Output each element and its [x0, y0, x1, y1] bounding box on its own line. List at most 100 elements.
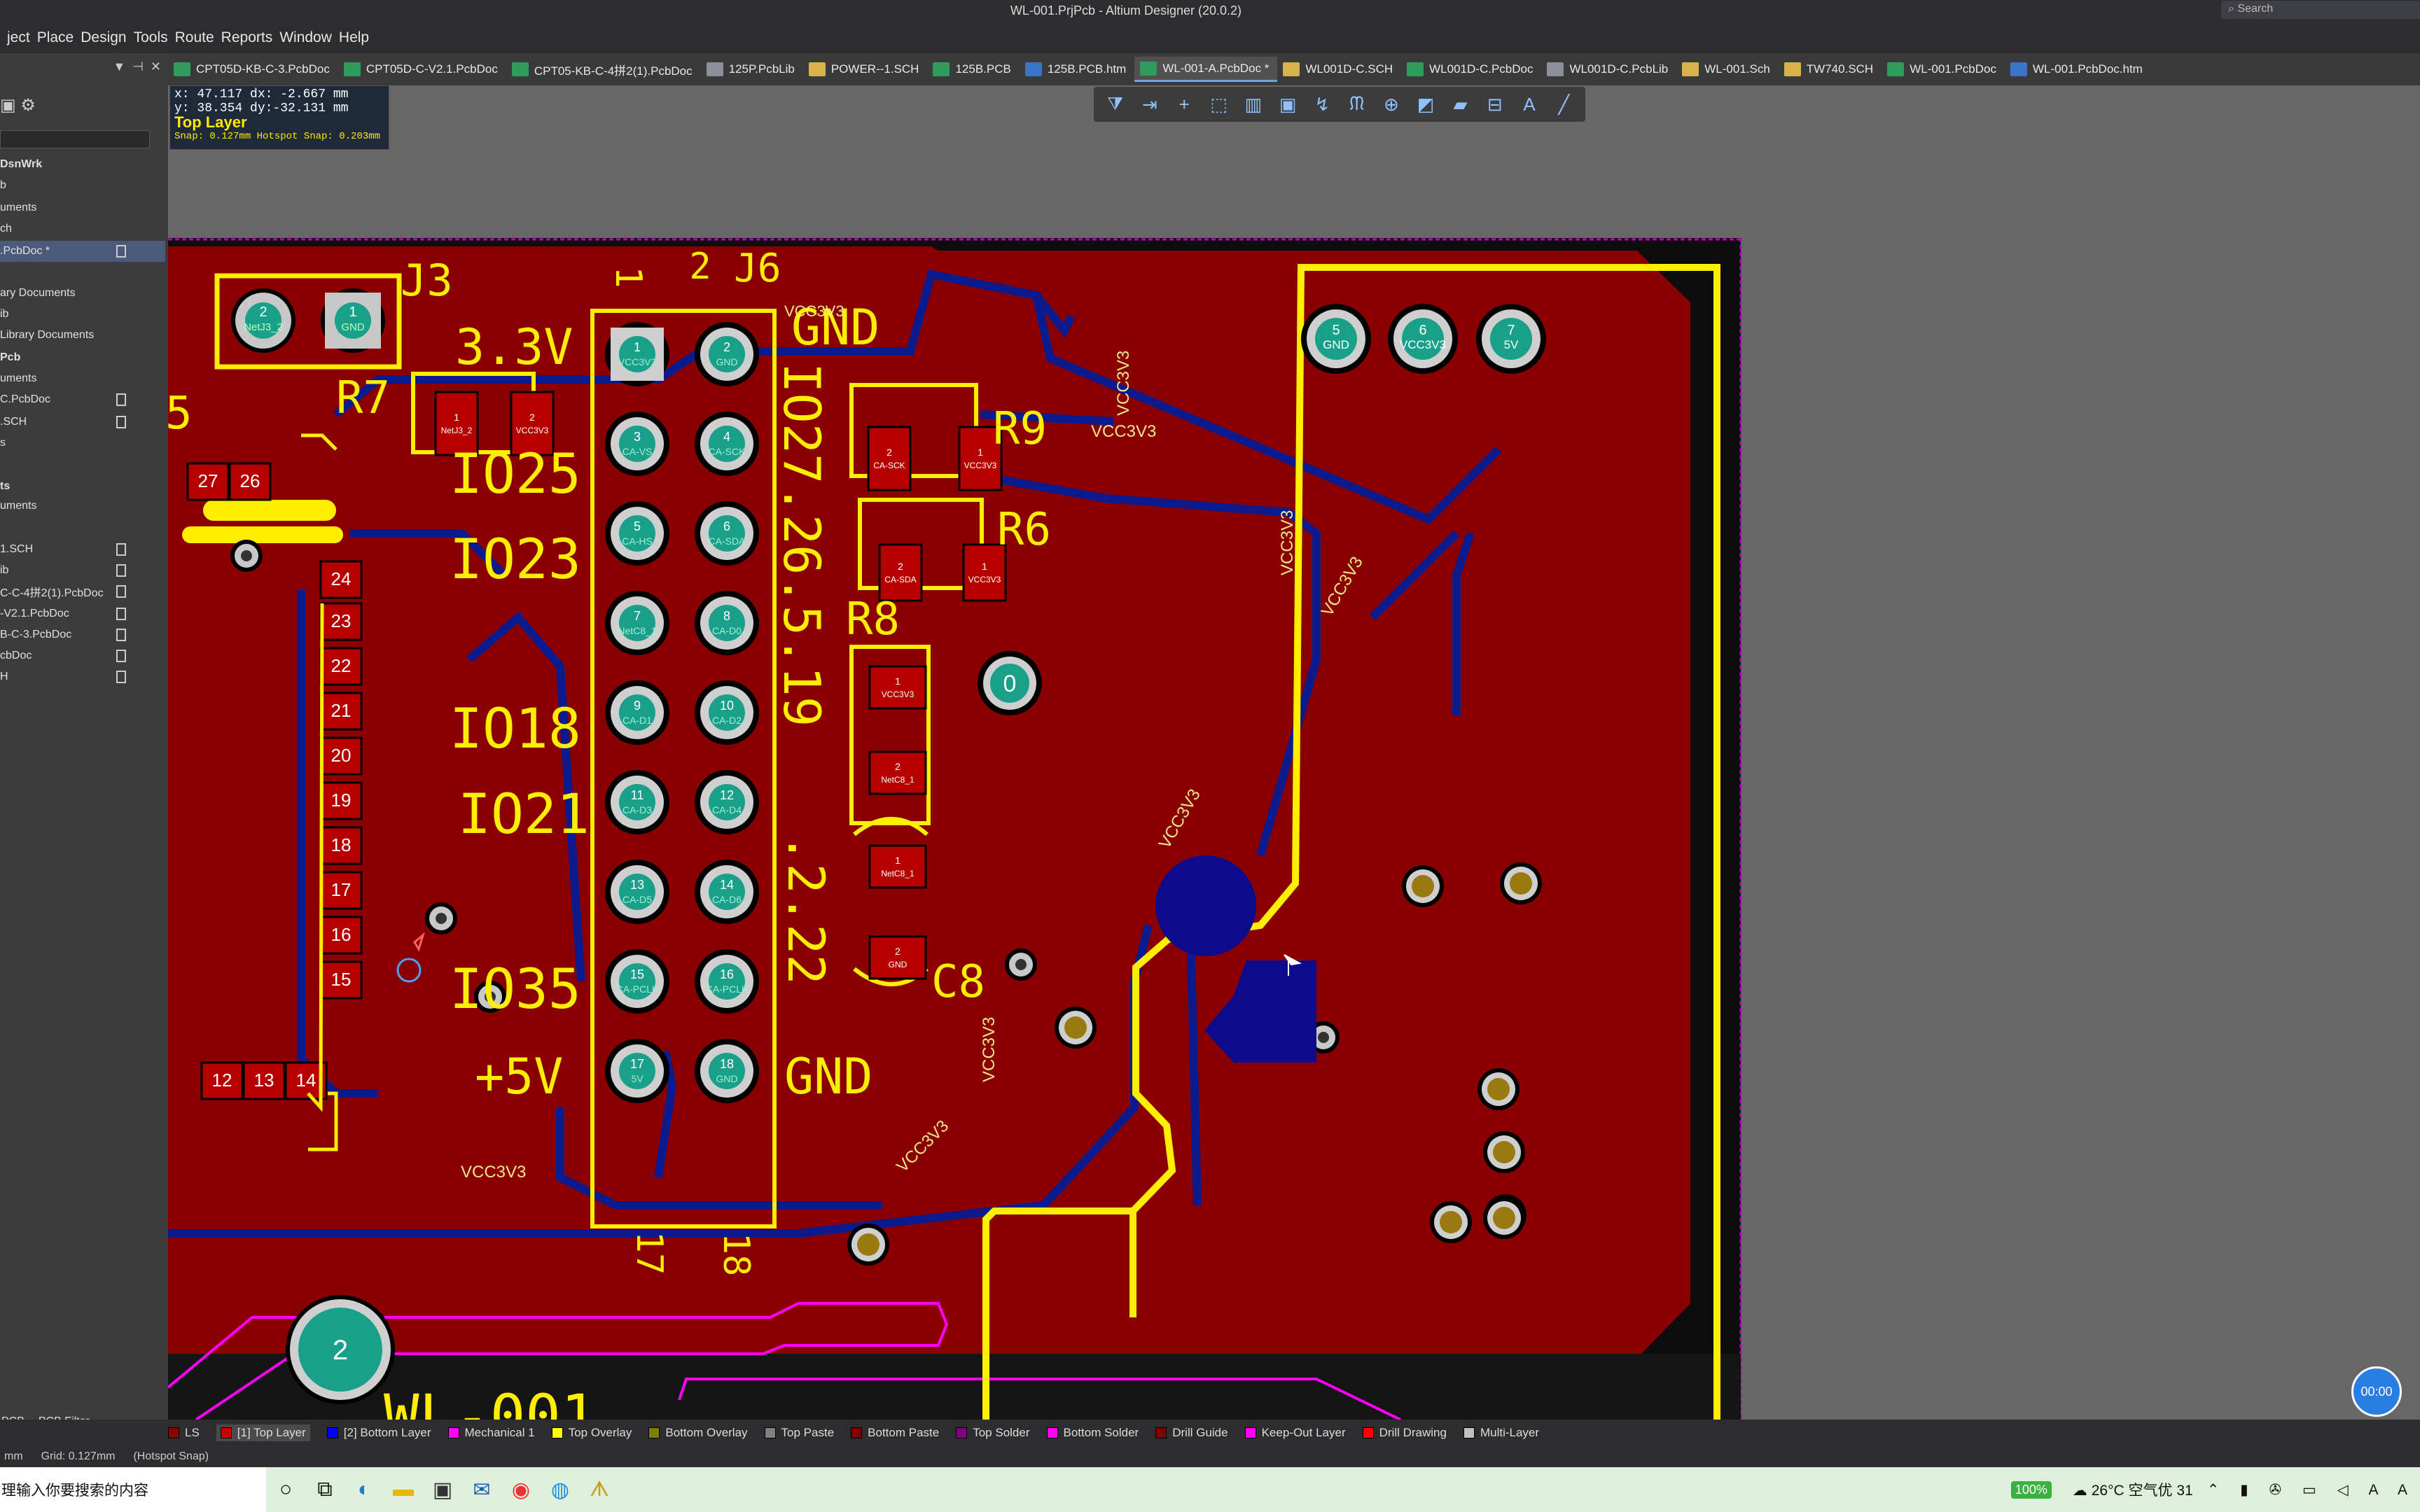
project-tree-item[interactable]: s — [0, 433, 165, 454]
silkscreen-label: 1 — [607, 266, 649, 288]
altium-icon[interactable]: ᗑ — [589, 1478, 610, 1501]
menu-item[interactable]: ject — [7, 29, 30, 46]
cross-icon[interactable]: + — [1178, 93, 1190, 115]
document-tab[interactable]: CPT05D-KB-C-3.PcbDoc — [168, 57, 338, 82]
project-tree-item[interactable] — [0, 262, 165, 283]
mail-icon[interactable]: ✉ — [473, 1478, 491, 1502]
menu-item[interactable]: Tools — [133, 29, 168, 46]
component-icon[interactable]: ▣ — [1279, 93, 1297, 115]
task-view-icon[interactable]: ⧉ — [317, 1478, 333, 1501]
pin-icon[interactable]: ⊣ — [132, 59, 144, 74]
edge-icon[interactable]: ◐ — [357, 1478, 371, 1501]
project-tree-item[interactable]: ib — [0, 304, 165, 325]
document-tab[interactable]: WL-001.PcbDoc — [1882, 57, 2005, 82]
project-tree-item[interactable]: C-C-4拼2(1).PcbDoc — [0, 581, 165, 602]
layer-tab[interactable]: Top Overlay — [551, 1426, 632, 1440]
pcb-canvas[interactable]: 2NetJ3_21GND1VCC3V32GND3CA-VS4CA-SCK5CA-… — [168, 85, 2420, 1420]
menu-item[interactable]: Place — [36, 29, 74, 46]
project-tree-item[interactable]: H — [0, 666, 165, 687]
project-tree-item[interactable]: ary Documents — [0, 283, 165, 304]
layer-tab[interactable]: Top Solder — [956, 1426, 1030, 1440]
bar-icon[interactable]: ▥ — [1244, 93, 1263, 115]
taskbar-search-input[interactable]: 理输入你要搜索的内容 — [0, 1467, 266, 1512]
layer-tab[interactable]: Drill Guide — [1155, 1426, 1228, 1440]
layer-tab[interactable]: Keep-Out Layer — [1244, 1426, 1346, 1440]
layer-tab[interactable]: Bottom Paste — [851, 1426, 939, 1440]
layer-tab[interactable]: Top Paste — [764, 1426, 834, 1440]
project-tree-item[interactable]: .PcbDoc * — [0, 241, 165, 262]
dimension-icon[interactable]: ⊟ — [1487, 93, 1503, 115]
search-input[interactable]: ⌕ Search — [2221, 1, 2420, 19]
chevron-down-icon[interactable]: ▼ — [113, 59, 126, 74]
document-tab[interactable]: WL-001-A.PcbDoc * — [1134, 57, 1278, 82]
layer-tab[interactable]: Drill Drawing — [1362, 1426, 1447, 1440]
project-tree-item[interactable]: uments — [0, 368, 165, 389]
document-tab[interactable]: WL-001.Sch — [1676, 57, 1779, 82]
project-tree-item[interactable]: ib — [0, 560, 165, 581]
diff-pair-icon[interactable]: ᙏ — [1349, 93, 1365, 114]
document-tab[interactable]: 125P.PcbLib — [701, 57, 803, 82]
project-tree-item[interactable]: .SCH — [0, 412, 165, 433]
project-tree-item[interactable]: b — [0, 175, 165, 196]
chrome-icon[interactable]: ◉ — [511, 1478, 531, 1502]
document-tab[interactable]: WL001D-C.SCH — [1277, 57, 1401, 82]
document-tab[interactable]: 125B.PCB — [927, 57, 1019, 82]
weather-widget[interactable]: ☁ 26°C 空气优 31 — [2073, 1479, 2193, 1500]
pin-icon[interactable]: ⊕ — [1383, 93, 1399, 115]
project-tree-item[interactable]: ts — [0, 476, 165, 497]
layer-tab[interactable]: [1] Top Layer — [216, 1424, 310, 1441]
file-explorer-icon[interactable]: ▬ — [393, 1478, 414, 1501]
close-icon[interactable]: ✕ — [150, 59, 161, 74]
menu-item[interactable]: Help — [338, 29, 370, 46]
cortana-icon[interactable]: ○ — [279, 1478, 293, 1501]
layer-tab[interactable]: Bottom Solder — [1046, 1426, 1139, 1440]
store-icon[interactable]: ▣ — [432, 1478, 453, 1502]
document-tab[interactable]: 125B.PCB.htm — [1020, 57, 1134, 82]
layer-tab[interactable]: Multi-Layer — [1463, 1426, 1539, 1440]
project-tree-item[interactable] — [0, 455, 165, 476]
project-tree-item[interactable] — [0, 518, 165, 539]
layer-tab[interactable]: Bottom Overlay — [648, 1426, 748, 1440]
project-tree-item[interactable]: Library Documents — [0, 325, 165, 346]
project-tree-item[interactable]: B-C-3.PcbDoc — [0, 624, 165, 645]
fill-icon[interactable]: ◩ — [1417, 93, 1435, 115]
filter-icon[interactable]: ⧩ — [1107, 93, 1124, 114]
project-tree-item[interactable]: uments — [0, 197, 165, 218]
project-tree-item[interactable]: cbDoc — [0, 645, 165, 666]
project-tree-item[interactable]: -V2.1.PcbDoc — [0, 603, 165, 624]
menu-item[interactable]: Reports — [221, 29, 273, 46]
project-tree-item[interactable]: 1.SCH — [0, 539, 165, 560]
menu-item[interactable]: Window — [279, 29, 332, 46]
panel-search-input[interactable] — [0, 130, 150, 148]
document-tab[interactable]: TW740.SCH — [1779, 57, 1882, 82]
project-tree-item[interactable]: C.PcbDoc — [0, 389, 165, 410]
system-tray-icons[interactable]: ⌃ ▮ ✇ ▭ ◁ A A — [2206, 1481, 2416, 1498]
menu-item[interactable]: Route — [174, 29, 214, 46]
layer-tab[interactable]: LS — [168, 1426, 200, 1440]
document-tab[interactable]: CPT05D-C-V2.1.PcbDoc — [338, 57, 506, 82]
recording-timer[interactable]: 00:00 — [2351, 1366, 2402, 1417]
line-icon[interactable]: ╱ — [1558, 93, 1570, 115]
text-icon[interactable]: A — [1523, 93, 1536, 115]
project-tree-item[interactable]: uments — [0, 496, 165, 517]
polygon-icon[interactable]: ▰ — [1453, 93, 1468, 115]
document-tab[interactable]: WL001D-C.PcbDoc — [1401, 57, 1541, 82]
layer-tab[interactable]: Mechanical 1 — [447, 1426, 535, 1440]
browser-icon[interactable]: ◍ — [550, 1478, 570, 1502]
project-tree-item[interactable]: DsnWrk — [0, 154, 165, 175]
document-tab[interactable]: WL001D-C.PcbLib — [1541, 57, 1676, 82]
battery-indicator[interactable]: 100% — [2010, 1480, 2052, 1499]
interactive-route-icon[interactable]: ↯ — [1314, 93, 1330, 115]
file-icon[interactable]: ▣ — [0, 96, 21, 115]
layer-tab[interactable]: [2] Bottom Layer — [326, 1426, 431, 1440]
document-tab[interactable]: WL-001.PcbDoc.htm — [2005, 57, 2151, 82]
document-tab[interactable]: CPT05-KB-C-4拼2(1).PcbDoc — [506, 57, 701, 82]
select-icon[interactable]: ⬚ — [1210, 93, 1228, 115]
menu-item[interactable]: Design — [81, 29, 127, 46]
gear-icon[interactable]: ⚙ — [20, 96, 36, 115]
project-tree-item[interactable]: ch — [0, 218, 165, 239]
project-tree-item[interactable]: Pcb — [0, 347, 165, 368]
document-tab[interactable]: POWER--1.SCH — [803, 57, 928, 82]
route-icon[interactable]: ⇥ — [1142, 93, 1157, 115]
